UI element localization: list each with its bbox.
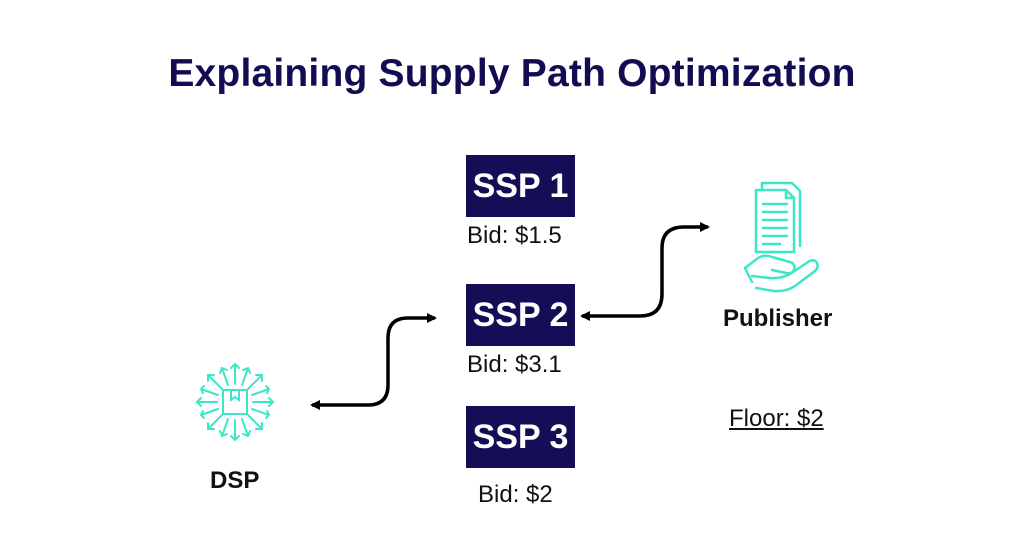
ssp-1-label: SSP 1 bbox=[472, 166, 569, 205]
ssp2-publisher-arrow bbox=[580, 222, 710, 321]
ssp-1-bid: Bid: $1.5 bbox=[467, 222, 562, 249]
document-hand-icon bbox=[743, 181, 819, 293]
ssp-2-box: SSP 2 bbox=[466, 284, 575, 346]
publisher-label: Publisher bbox=[723, 305, 833, 332]
dsp-ssp2-arrow bbox=[310, 313, 437, 410]
dsp-label: DSP bbox=[210, 467, 260, 494]
box-broadcast-icon bbox=[195, 362, 275, 442]
floor-value: Floor: $2 bbox=[729, 405, 824, 432]
ssp-3-label: SSP 3 bbox=[472, 417, 569, 456]
radiating-arrows bbox=[195, 362, 275, 442]
diagram-title: Explaining Supply Path Optimization bbox=[168, 52, 856, 95]
ssp-3-box: SSP 3 bbox=[466, 406, 575, 468]
ssp-2-bid: Bid: $3.1 bbox=[467, 351, 562, 378]
ssp-2-label: SSP 2 bbox=[472, 295, 569, 334]
ssp-1-box: SSP 1 bbox=[466, 155, 575, 217]
ssp-3-bid: Bid: $2 bbox=[478, 481, 553, 508]
